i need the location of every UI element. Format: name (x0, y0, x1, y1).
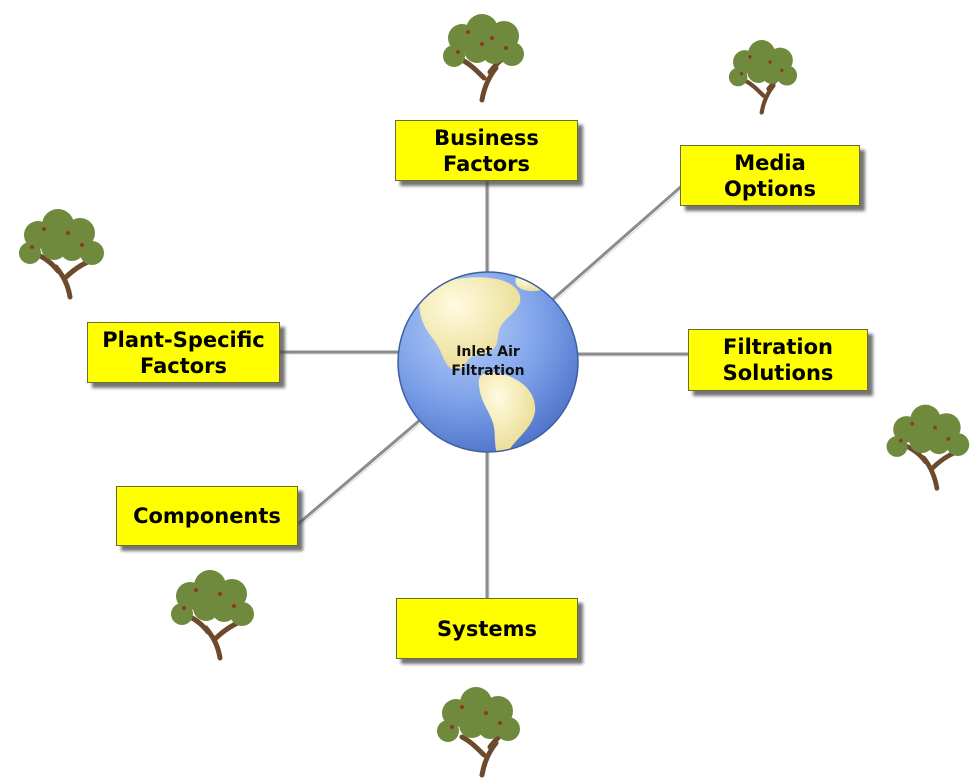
node-systems: Systems (396, 598, 578, 659)
node-plant-specific-factors: Plant-Specific Factors (87, 322, 280, 383)
connector-components (297, 418, 421, 526)
center-topic-label: Inlet Air Filtration (451, 344, 525, 379)
tree-icon (437, 687, 520, 778)
tree-icon (19, 209, 104, 300)
globe-icon (397, 271, 579, 453)
tree-icon (886, 404, 970, 491)
connector-media (551, 182, 685, 302)
tree-icon (728, 40, 798, 115)
node-media-options: Media Options (680, 145, 860, 206)
node-business-factors: Business Factors (395, 120, 578, 181)
tree-icon (171, 570, 254, 661)
node-filtration-solutions: Filtration Solutions (688, 329, 868, 391)
tree-icon (443, 14, 524, 103)
node-components: Components (116, 486, 298, 546)
